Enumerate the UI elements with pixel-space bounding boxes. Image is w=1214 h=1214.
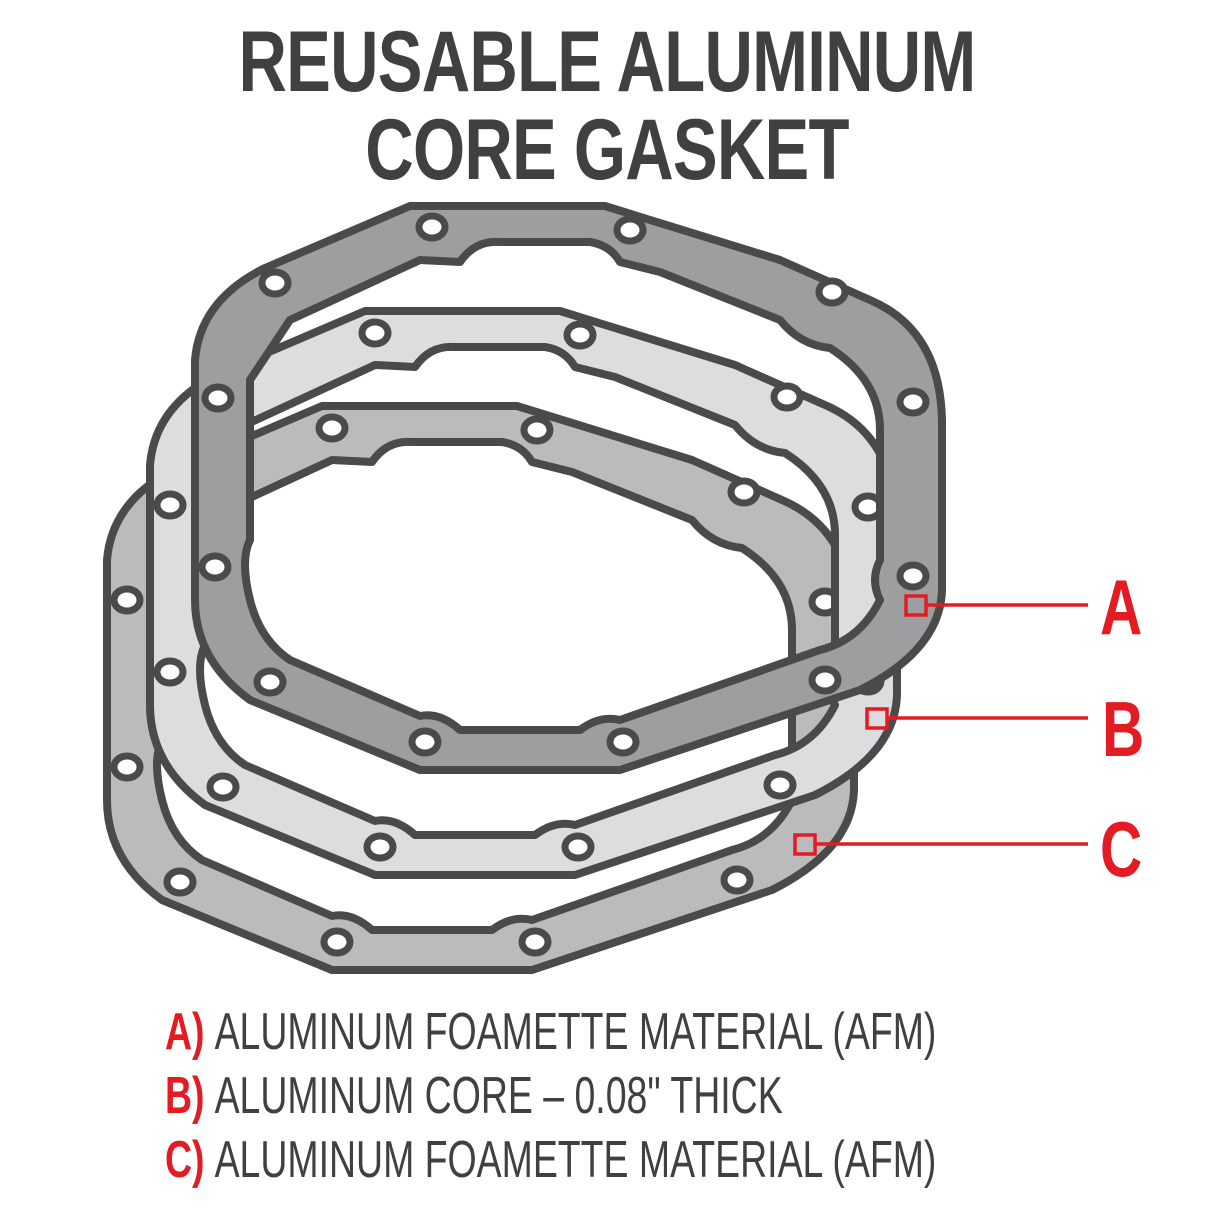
callout-letter-a: A: [1100, 563, 1143, 651]
callout-b-leader: [865, 707, 1088, 730]
callout-a-leader: [904, 594, 1088, 617]
legend-item-a: A) ALUMINUM FOAMETTE MATERIAL (AFM): [165, 1000, 936, 1064]
title-line-1: REUSABLE ALUMINUM: [238, 14, 976, 110]
legend-key-b: B): [165, 1067, 205, 1125]
legend-key-c: C): [165, 1131, 205, 1189]
gasket-layer-a: [191, 202, 946, 774]
title: REUSABLE ALUMINUM CORE GASKET: [134, 18, 1081, 194]
callout-letter-b: B: [1102, 685, 1145, 773]
legend-text-c: ALUMINUM FOAMETTE MATERIAL (AFM): [214, 1131, 937, 1189]
title-line-2: CORE GASKET: [365, 102, 849, 198]
callout-letter-c: C: [1100, 805, 1143, 893]
legend-text-b: ALUMINUM CORE – 0.08" THICK: [214, 1067, 783, 1125]
legend-item-c: C) ALUMINUM FOAMETTE MATERIAL (AFM): [165, 1128, 936, 1192]
legend-key-a: A): [165, 1003, 205, 1061]
callout-c-leader: [793, 833, 1088, 856]
legend-text-a: ALUMINUM FOAMETTE MATERIAL (AFM): [214, 1003, 937, 1061]
legend-item-b: B) ALUMINUM CORE – 0.08" THICK: [165, 1064, 936, 1128]
legend: A) ALUMINUM FOAMETTE MATERIAL (AFM) B) A…: [165, 1000, 1214, 1192]
